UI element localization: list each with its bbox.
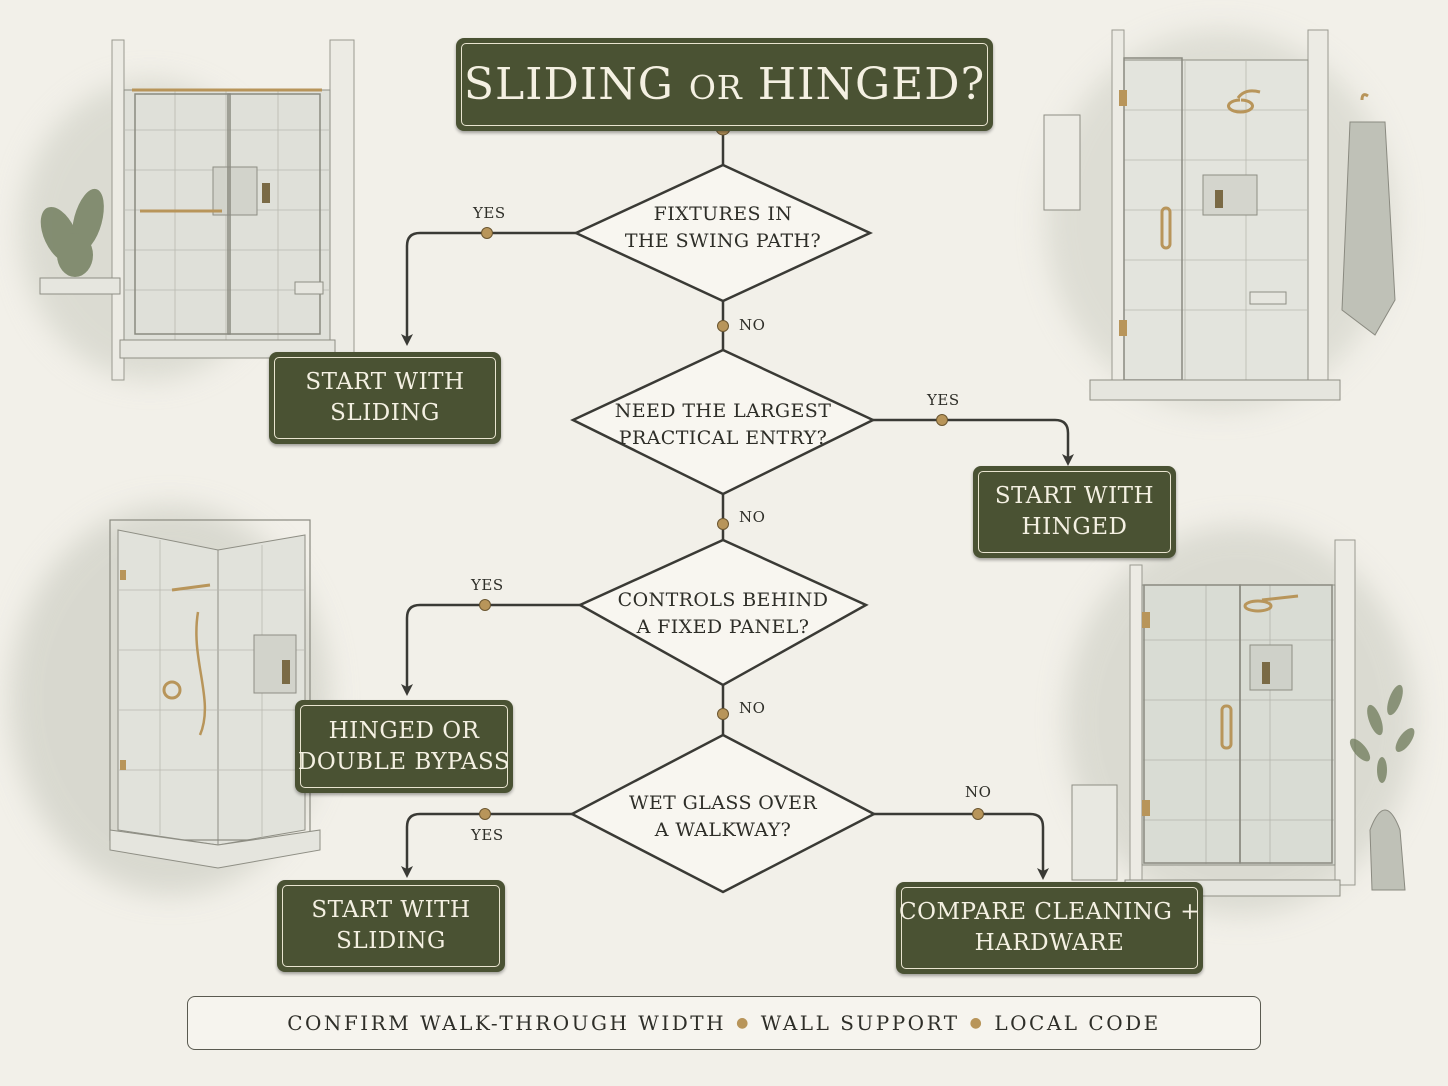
- question-fixtures-swing-path: FIXTURES IN THE SWING PATH?: [624, 203, 822, 252]
- outcome-start-with-sliding-bottom: START WITH SLIDING: [277, 880, 505, 972]
- outcome-start-with-hinged: START WITH HINGED: [973, 466, 1176, 558]
- connector-q4-no: [872, 812, 1049, 880]
- illustration-hinged-shower-top-right: [1043, 29, 1396, 410]
- footer-checklist: CONFIRM WALK-THROUGH WIDTH ● WALL SUPPOR…: [187, 996, 1261, 1050]
- connector-q4-yes: [401, 812, 576, 878]
- label-q4-yes: YES: [471, 826, 504, 844]
- dot-q1-no: [717, 320, 729, 332]
- diamond-q3: [577, 538, 869, 687]
- question-wet-glass-walkway: WET GLASS OVER A WALKWAY?: [628, 792, 818, 841]
- label-q3-no: NO: [739, 699, 766, 717]
- title-word-sliding: SLIDING: [463, 59, 674, 110]
- dot-q4-yes: [479, 808, 491, 820]
- dot-q2-yes: [936, 414, 948, 426]
- footer-item-local-code: LOCAL CODE: [994, 1011, 1161, 1035]
- label-q1-yes: YES: [473, 204, 506, 222]
- label-q3-yes: YES: [471, 576, 504, 594]
- footer-separator: ●: [736, 1015, 751, 1031]
- outcome-start-with-sliding-top: START WITH SLIDING: [269, 352, 501, 444]
- dot-q1-yes: [481, 227, 493, 239]
- outcome-label: START WITH SLIDING: [305, 369, 465, 426]
- outcome-label: START WITH SLIDING: [311, 897, 471, 954]
- title-box: SLIDING OR HINGED?: [456, 38, 993, 131]
- label-q2-no: NO: [739, 508, 766, 526]
- dot-q3-yes: [479, 599, 491, 611]
- question-controls-fixed-panel: CONTROLS BEHIND A FIXED PANEL?: [617, 589, 829, 638]
- decision-diamonds: [569, 163, 877, 894]
- outcome-label: COMPARE CLEANING + HARDWARE: [899, 899, 1200, 956]
- dot-q2-no: [717, 518, 729, 530]
- footer-item-walk-through-width: CONFIRM WALK-THROUGH WIDTH: [287, 1011, 727, 1035]
- dot-q4-no: [972, 808, 984, 820]
- question-largest-entry: NEED THE LARGEST PRACTICAL ENTRY?: [614, 400, 832, 449]
- diamond-q4: [569, 733, 877, 894]
- illustration-corner-shower-bottom-left: [10, 505, 330, 895]
- footer-item-wall-support: WALL SUPPORT: [760, 1011, 960, 1035]
- diamond-q1: [573, 163, 873, 303]
- connector-q1-yes: [401, 231, 578, 346]
- connectors: [401, 130, 1074, 880]
- title-word-or: OR: [688, 68, 743, 107]
- outcome-compare-cleaning-hardware: COMPARE CLEANING + HARDWARE: [896, 882, 1203, 974]
- label-q2-yes: YES: [927, 391, 960, 409]
- diamond-q2: [570, 348, 876, 496]
- connector-q2-yes: [870, 418, 1074, 466]
- page-title: SLIDING OR HINGED?: [464, 59, 985, 110]
- label-q1-no: NO: [739, 316, 766, 334]
- label-q4-no: NO: [965, 783, 992, 801]
- footer-separator: ●: [969, 1015, 985, 1031]
- outcome-label: START WITH HINGED: [994, 483, 1155, 540]
- outcome-hinged-or-double-bypass: HINGED OR DOUBLE BYPASS: [295, 700, 513, 793]
- outcome-label: HINGED OR DOUBLE BYPASS: [297, 717, 511, 775]
- connector-q3-yes: [401, 603, 583, 696]
- dot-q3-no: [717, 708, 729, 720]
- title-word-hinged: HINGED?: [757, 59, 986, 110]
- illustration-sliding-shower-top-left: [20, 39, 355, 381]
- illustration-hinged-shower-bottom-right: [1065, 525, 1415, 915]
